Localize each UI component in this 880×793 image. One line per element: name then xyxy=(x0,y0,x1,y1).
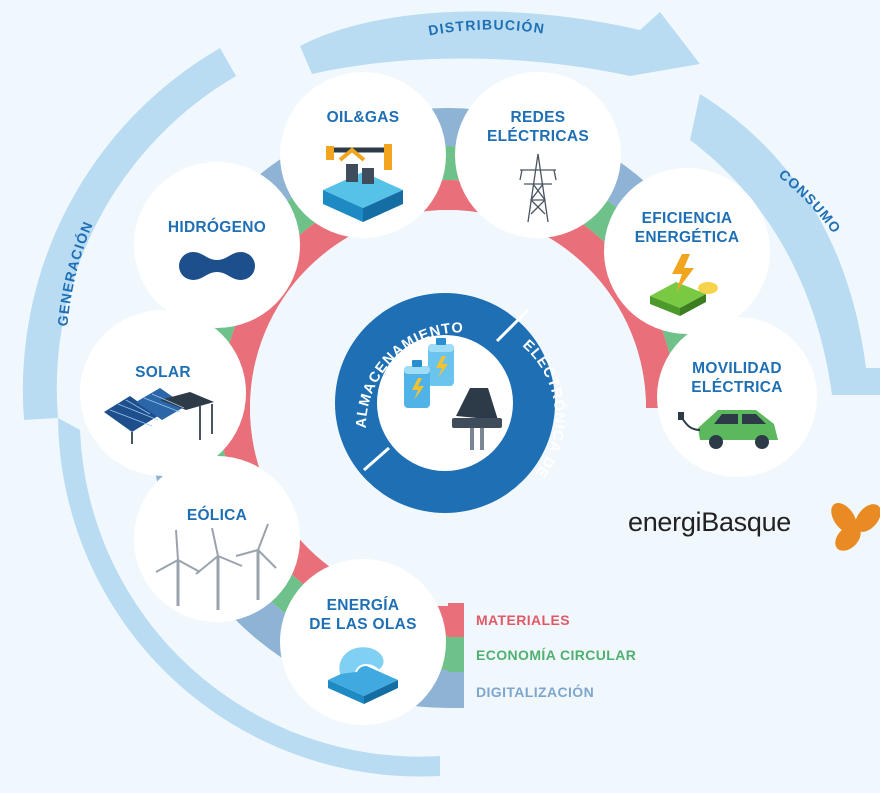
node-wind: EÓLICA xyxy=(134,456,300,622)
legend-digital: DIGITALIZACIÓN xyxy=(476,683,594,700)
transmission-tower-icon xyxy=(519,153,557,223)
node-mobility-label-1: MOVILIDAD xyxy=(692,360,782,377)
generation-arc xyxy=(22,48,236,420)
node-oilgas: OIL&GAS xyxy=(280,72,446,238)
distribution-arc xyxy=(300,11,700,76)
energy-efficiency-icon xyxy=(650,254,718,316)
node-solar-label: SOLAR xyxy=(135,364,191,381)
node-mobility: MOVILIDAD ELÉCTRICA xyxy=(657,317,817,477)
node-hydrogen-label: HIDRÓGENO xyxy=(168,218,266,236)
consumption-arc xyxy=(690,94,880,395)
brand-name: energiBasque xyxy=(628,507,791,537)
energibasque-logo: energiBasque xyxy=(628,502,880,551)
node-grids-label-2: ELÉCTRICAS xyxy=(487,128,589,145)
legend-swatch-digital xyxy=(448,672,464,708)
node-oilgas-label: OIL&GAS xyxy=(327,109,400,126)
node-solar: SOLAR xyxy=(80,310,246,476)
battery-icon xyxy=(404,338,454,408)
node-hydrogen: HIDRÓGENO xyxy=(134,162,300,328)
node-efficiency-label-1: EFICIENCIA xyxy=(642,210,733,227)
wave-energy-icon xyxy=(328,647,398,704)
solar-panel-icon xyxy=(104,388,214,444)
legend-swatch-circular xyxy=(448,637,464,672)
hub-divider-bottom xyxy=(363,446,390,472)
node-wave: ENERGÍA DE LAS OLAS xyxy=(280,559,446,725)
legend-materials: MATERIALES xyxy=(476,612,570,628)
legend-circular: ECONOMÍA CIRCULAR xyxy=(476,647,636,663)
oil-pumpjack-icon xyxy=(323,144,403,222)
node-wind-label: EÓLICA xyxy=(187,506,247,524)
outer-arcs xyxy=(22,11,880,777)
node-efficiency: EFICIENCIA ENERGÉTICA xyxy=(604,168,770,334)
hub-divider-top xyxy=(495,308,530,343)
legend-swatch-materials xyxy=(448,603,464,637)
node-grids: REDES ELÉCTRICAS xyxy=(455,72,621,238)
hydrogen-molecule-icon xyxy=(179,252,255,280)
node-wave-label-2: DE LAS OLAS xyxy=(309,616,417,633)
brand-mark-icon xyxy=(831,502,880,551)
wind-turbine-icon xyxy=(155,523,277,610)
node-efficiency-label-2: ENERGÉTICA xyxy=(635,229,740,246)
node-mobility-label-2: ELÉCTRICA xyxy=(691,379,782,396)
legend: MATERIALES ECONOMÍA CIRCULAR DIGITALIZAC… xyxy=(448,603,636,708)
node-grids-label-1: REDES xyxy=(511,109,566,126)
distribution-label: DISTRIBUCIÓN xyxy=(427,17,546,39)
power-module-icon xyxy=(452,388,502,450)
node-wave-label-1: ENERGÍA xyxy=(327,597,400,614)
electric-car-icon xyxy=(678,410,778,449)
